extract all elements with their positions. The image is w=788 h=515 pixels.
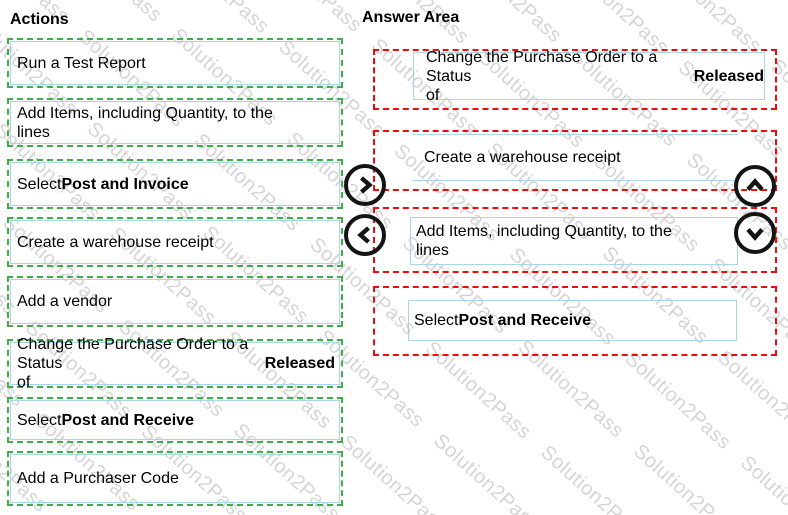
action-item-create-warehouse-receipt[interactable]: Create a warehouse receipt xyxy=(7,217,343,267)
action-item-label: Select Post and Receive xyxy=(10,400,340,440)
action-item-label: Add Items, including Quantity, to the li… xyxy=(10,101,340,144)
answer-slot-1[interactable]: Change the Purchase Order to a Status of… xyxy=(373,49,777,110)
action-item-add-a-purchaser-code[interactable]: Add a Purchaser Code xyxy=(7,451,343,506)
answer-item-create-warehouse-receipt[interactable]: Create a warehouse receipt xyxy=(412,134,738,181)
action-item-label: Create a warehouse receipt xyxy=(10,220,340,264)
answer-item-select-post-and-receive[interactable]: Select Post and Receive xyxy=(408,300,737,341)
action-item-run-a-test-report[interactable]: Run a Test Report xyxy=(7,38,343,88)
action-item-select-post-and-invoice[interactable]: Select Post and Invoice xyxy=(7,159,343,209)
move-left-button[interactable] xyxy=(344,214,386,256)
answer-slot-4[interactable]: Select Post and Receive xyxy=(373,286,777,356)
action-item-add-items-to-lines[interactable]: Add Items, including Quantity, to the li… xyxy=(7,98,343,147)
actions-header: Actions xyxy=(10,11,69,28)
answer-item-change-po-status-released[interactable]: Change the Purchase Order to a Status of… xyxy=(413,49,765,104)
action-item-label: Add a Purchaser Code xyxy=(10,454,340,503)
answer-slot-3[interactable]: Add Items, including Quantity, to the li… xyxy=(373,207,777,273)
answer-item-add-items-to-lines[interactable]: Add Items, including Quantity, to the li… xyxy=(410,217,738,265)
chevron-left-icon xyxy=(355,225,375,245)
move-down-button[interactable] xyxy=(734,212,776,254)
answer-area-header: Answer Area xyxy=(362,9,460,26)
action-item-select-post-and-receive[interactable]: Select Post and Receive xyxy=(7,397,343,443)
move-up-button[interactable] xyxy=(734,165,776,207)
action-item-label: Change the Purchase Order to a Status of… xyxy=(10,336,340,391)
action-item-add-a-vendor[interactable]: Add a vendor xyxy=(7,276,343,327)
chevron-down-icon xyxy=(745,223,765,243)
answer-slot-2[interactable]: Create a warehouse receipt xyxy=(373,130,777,191)
action-item-label: Select Post and Invoice xyxy=(10,162,340,206)
action-item-label: Run a Test Report xyxy=(10,41,340,85)
action-item-change-po-status-released[interactable]: Change the Purchase Order to a Status of… xyxy=(7,336,343,391)
move-right-button[interactable] xyxy=(344,164,386,206)
chevron-up-icon xyxy=(745,176,765,196)
chevron-right-icon xyxy=(355,175,375,195)
action-item-label: Add a vendor xyxy=(10,279,340,324)
